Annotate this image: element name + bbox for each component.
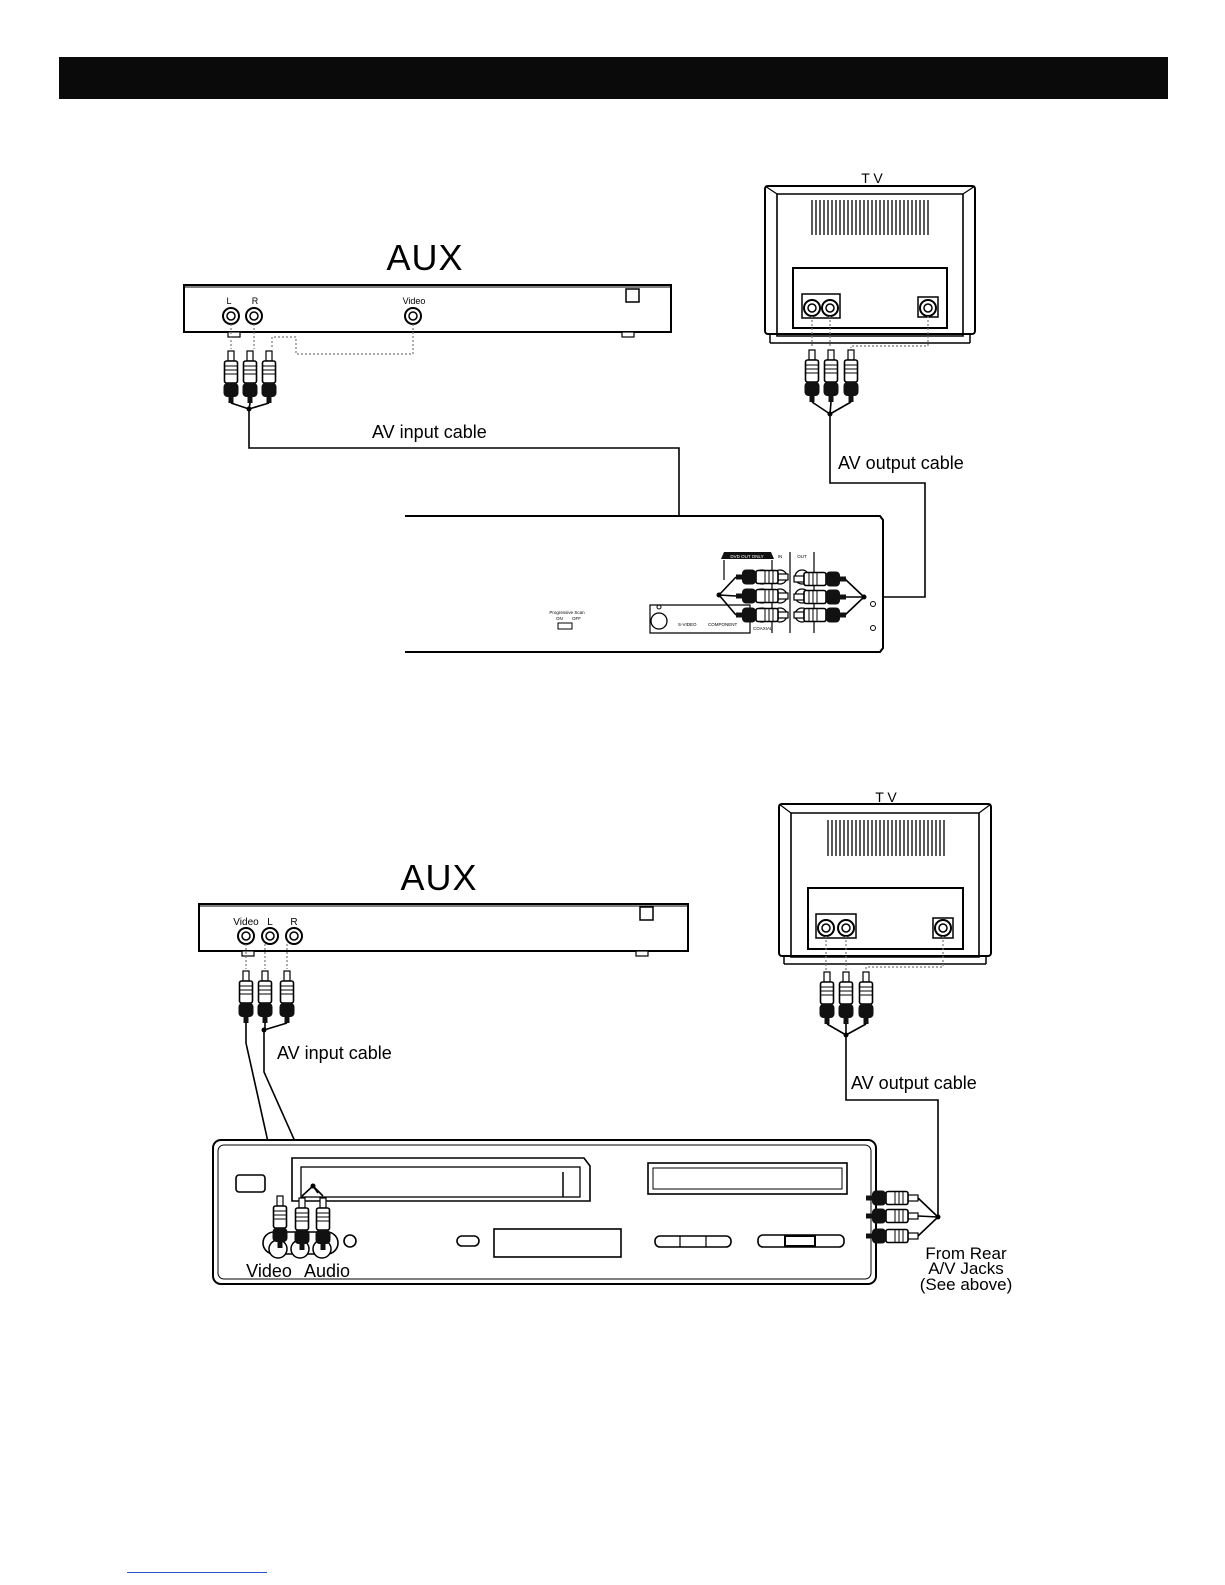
label-progressive-scan: Progressive Scan [549, 610, 585, 615]
dvd-front-panel: Video Audio [213, 1140, 876, 1284]
tv-audio-jack-1 [818, 920, 834, 936]
jack-r [286, 928, 302, 944]
rca-plug [844, 350, 859, 402]
label-prog-on: ON [556, 616, 563, 621]
rca-plug [866, 1209, 918, 1224]
front-label-audio: Audio [304, 1261, 350, 1281]
top-output-cable-label: AV output cable [838, 453, 964, 473]
rear-note-line-3: (See above) [920, 1275, 1013, 1294]
aux-title: AUX [386, 237, 463, 278]
rca-plug [805, 350, 820, 402]
label-dvd-out-only: DVD OUT ONLY [730, 554, 763, 559]
rca-plug [866, 1191, 918, 1206]
aux-unit: L R Video [184, 285, 671, 337]
rca-plug [820, 972, 835, 1024]
rca-plug [839, 972, 854, 1024]
label-coaxial: COAXIAL [753, 626, 773, 631]
tv-audio-jack-1 [804, 300, 820, 316]
label-out: OUT [797, 554, 807, 559]
aux-unit-bottom: Video L R [199, 904, 688, 956]
rca-plug [280, 971, 295, 1023]
rca-plug [262, 351, 277, 403]
jack-label-r: R [252, 296, 259, 306]
rca-plug [859, 972, 874, 1024]
label-in: IN [778, 554, 783, 559]
bottom-input-cable-label: AV input cable [277, 1043, 392, 1063]
label-component: COMPONENT [708, 622, 738, 627]
front-label-video: Video [246, 1261, 292, 1281]
jack-video [238, 928, 254, 944]
jack-l [223, 308, 239, 324]
jack-label-r-b: R [290, 917, 297, 928]
footer-link-underline [127, 1572, 267, 1573]
jack-label-video-b: Video [233, 917, 259, 928]
rca-plug [243, 351, 258, 403]
jack-l [262, 928, 278, 944]
tv-video-jack [920, 300, 936, 316]
label-prog-off: OFF [572, 616, 581, 621]
tv-label-bottom: T V [875, 789, 897, 805]
rca-plug [224, 351, 239, 403]
tv-bottom: T V [779, 789, 991, 964]
jack-label-l-b: L [267, 917, 273, 928]
tv-audio-jack-2 [838, 920, 854, 936]
tv-video-jack [935, 920, 951, 936]
tv-top: T V [765, 170, 975, 343]
aux-title-bottom: AUX [400, 857, 477, 898]
label-svideo: S-VIDEO [678, 622, 697, 627]
rca-plug [239, 971, 254, 1023]
rca-plug [866, 1229, 918, 1244]
rca-plug [258, 971, 273, 1023]
jack-label-l: L [226, 296, 231, 306]
rca-plug [824, 350, 839, 402]
bottom-output-cable-label: AV output cable [851, 1073, 977, 1093]
jack-video [405, 308, 421, 324]
top-input-cable-label: AV input cable [372, 422, 487, 442]
tv-audio-jack-2 [822, 300, 838, 316]
jack-r [246, 308, 262, 324]
tv-label-top: T V [861, 170, 883, 186]
jack-label-video: Video [403, 296, 426, 306]
